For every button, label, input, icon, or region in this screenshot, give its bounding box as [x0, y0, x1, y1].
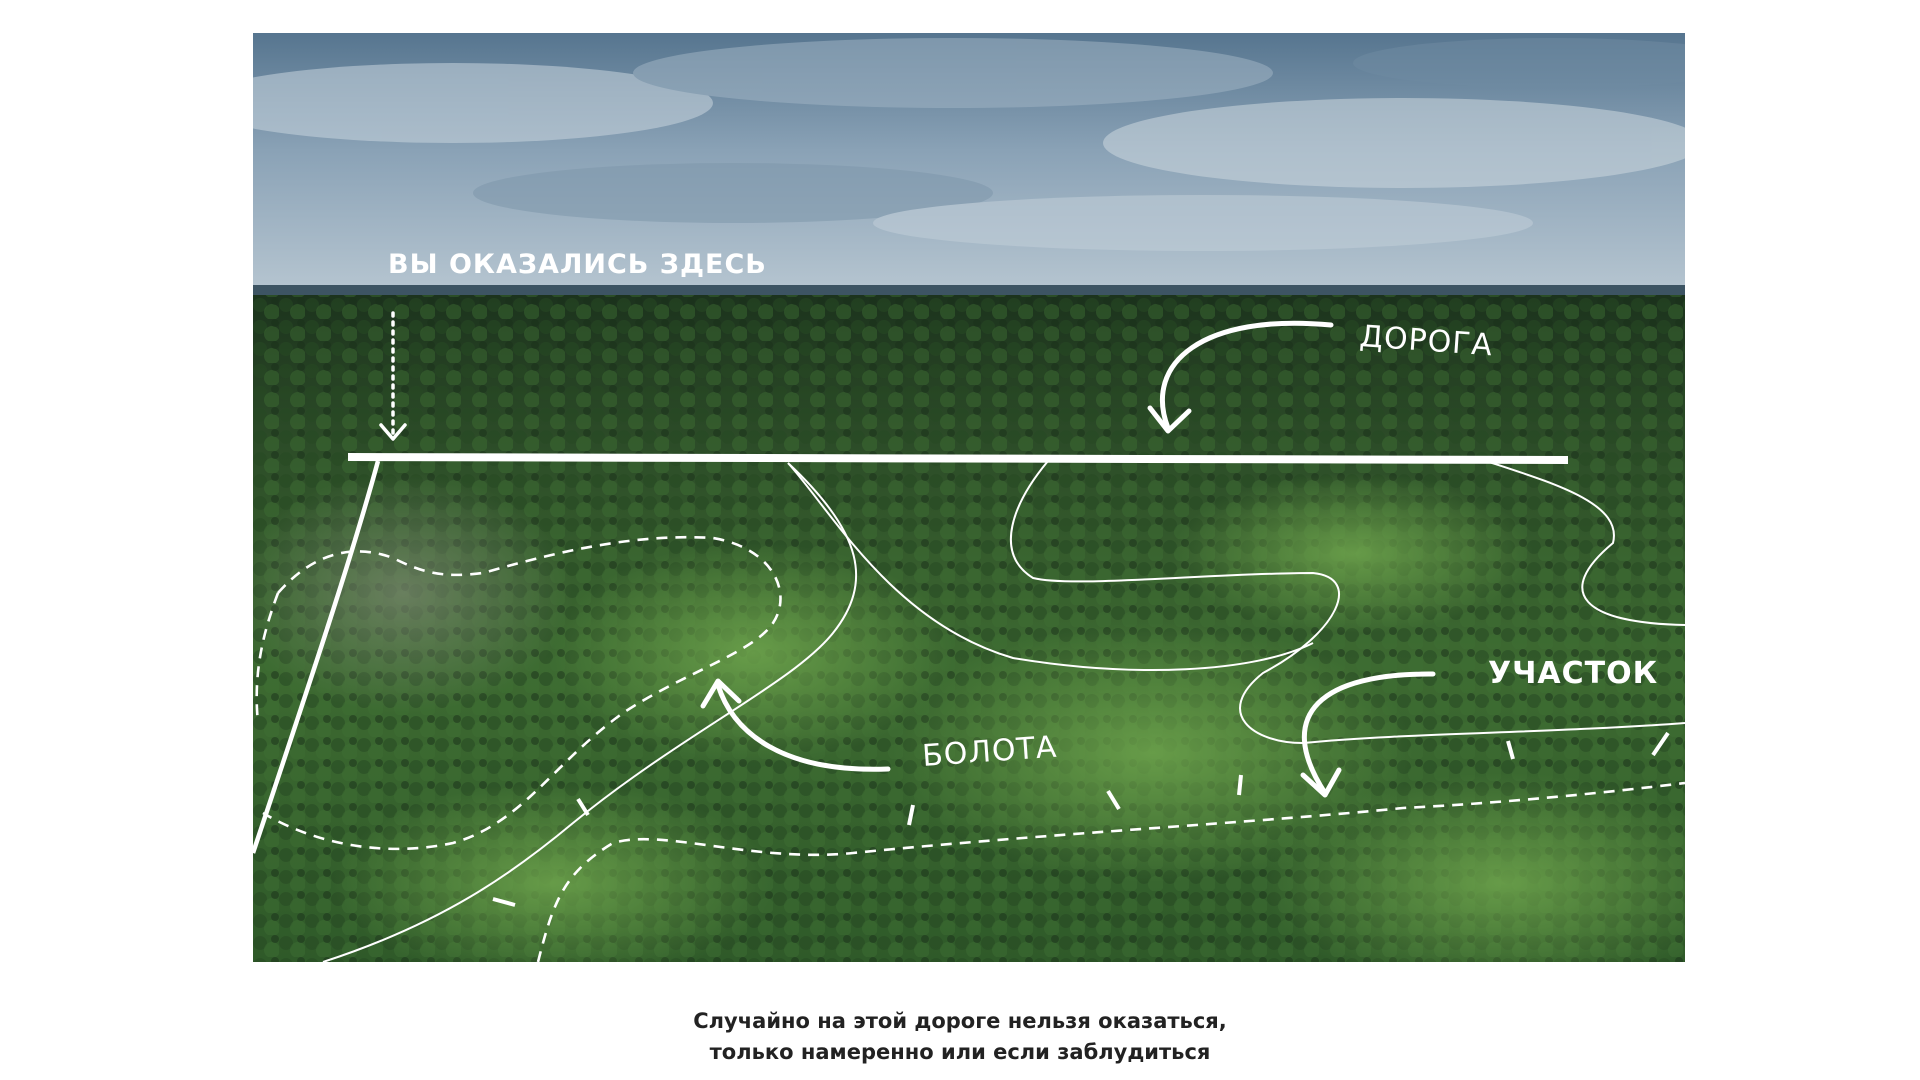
aerial-forest-photo: ВЫ ОКАЗАЛИСЬ ЗДЕСЬ ДОРОГА УЧАСТОК БОЛОТА — [253, 33, 1685, 962]
road-line — [347, 453, 1569, 464]
thin-paths — [322, 459, 1685, 962]
curved-arrow-icon — [1147, 320, 1334, 434]
annotated-photo-svg: ВЫ ОКАЗАЛИСЬ ЗДЕСЬ ДОРОГА УЧАСТОК БОЛОТА — [253, 33, 1685, 962]
caption-line-1: Случайно на этой дороге нельзя оказаться… — [693, 1009, 1227, 1033]
plot-ticks — [492, 731, 1670, 907]
caption-line-2: только намеренно или если заблудиться — [709, 1040, 1211, 1064]
label-you-are-here: ВЫ ОКАЗАЛИСЬ ЗДЕСЬ — [388, 249, 767, 280]
plot-boundary — [536, 781, 1685, 962]
clouds — [253, 38, 1685, 251]
label-plot: УЧАСТОК — [1488, 656, 1658, 691]
photo-caption: Случайно на этой дороге нельзя оказаться… — [0, 1006, 1920, 1068]
swamp-boundary — [255, 535, 782, 851]
curved-arrow-icon — [1300, 671, 1436, 798]
curved-arrow-icon — [700, 678, 891, 772]
dotted-down-arrow-icon — [379, 311, 407, 441]
left-track — [253, 460, 381, 854]
